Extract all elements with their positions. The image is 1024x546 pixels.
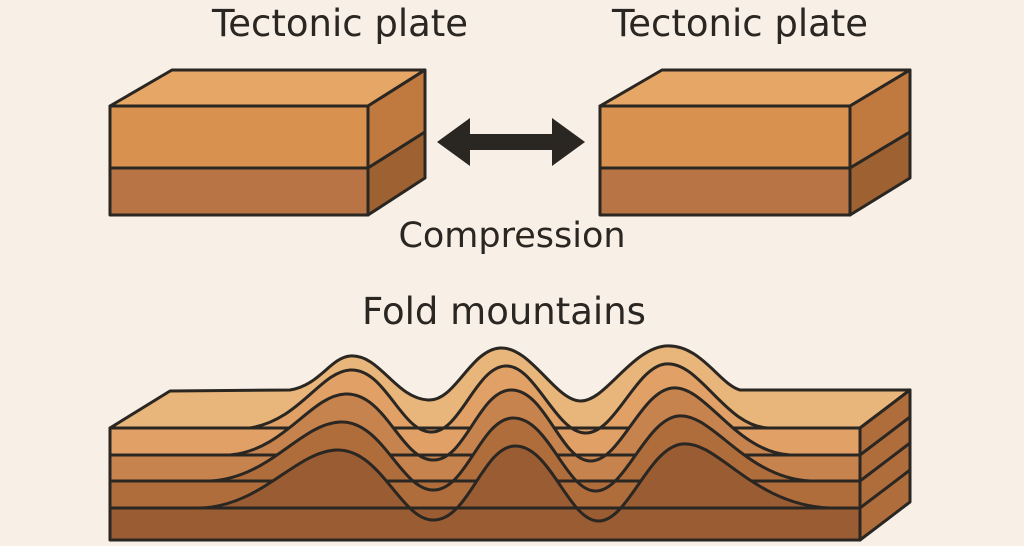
right-plate-front-upper <box>598 104 852 170</box>
fold-layer-4 <box>108 506 862 542</box>
double-headed-arrow-icon <box>437 118 585 166</box>
left-plate-front-lower <box>108 166 370 217</box>
right-plate-side-lower <box>848 130 912 217</box>
fold-side-line-1 <box>858 415 912 457</box>
fold-wave-deep <box>198 442 832 523</box>
left-plate-side-lower <box>366 130 427 217</box>
fold-side-line-2 <box>858 441 912 483</box>
right-tectonic-plate <box>598 68 912 217</box>
fold-side-line-3 <box>858 468 912 510</box>
left-plate-front-upper <box>108 104 370 170</box>
left-tectonic-plate <box>108 68 427 217</box>
left-plate-label: Tectonic plate <box>211 2 469 45</box>
compression-label: Compression <box>398 216 626 256</box>
right-plate-front-lower <box>598 166 852 217</box>
fold-mountains-block <box>108 344 912 542</box>
fold-mountains-label: Fold mountains <box>362 290 646 333</box>
right-plate-label: Tectonic plate <box>611 2 869 45</box>
